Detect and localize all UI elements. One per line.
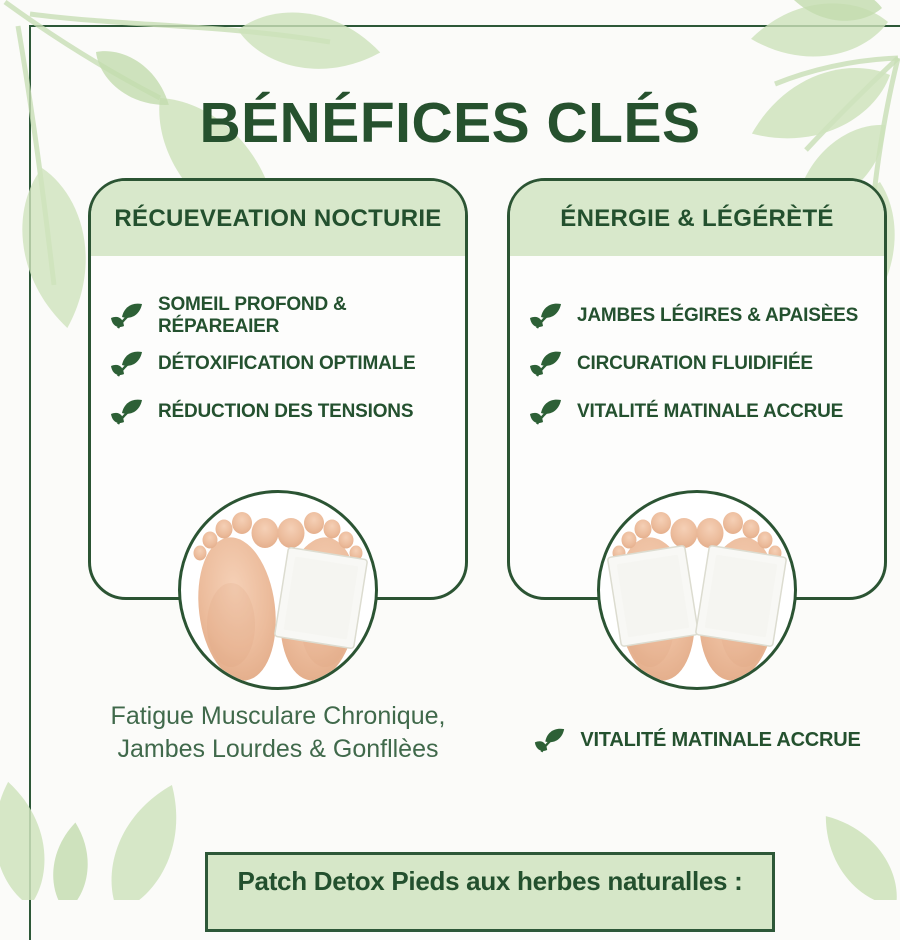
benefit-text: RÉDUCTION DES TENSIONS (158, 401, 414, 422)
foot-patch (274, 546, 368, 650)
caption-line: Fatigue Musculare Chronique, (110, 702, 446, 730)
benefit-text: CIRCURATION FLUIDIFIÉE (577, 353, 813, 374)
benefit-text: JAMBES LÉGIRES & APAISÈES (577, 305, 859, 326)
benefit-item: RÉDUCTION DES TENSIONS (109, 396, 465, 428)
benefit-list: JAMBES LÉGIRES & APAISÈES CIRCURATION FL… (510, 300, 884, 428)
leaf-sprout-icon (528, 302, 563, 330)
product-banner: Patch Detox Pieds aux herbes naturalles … (205, 852, 775, 932)
caption-line: Jambes Lourdes & Gonfllèes (117, 735, 439, 763)
feet-photo-circle (178, 490, 378, 690)
leaf-sprout-icon (109, 398, 144, 426)
benefit-list: SOMEIL PROFOND & RÉPAREAIER DÉTOXIFICATI… (91, 294, 465, 428)
benefit-item: DÉTOXIFICATION OPTIMALE (109, 348, 465, 380)
page-title: BÉNÉFICES CLÉS (199, 91, 701, 156)
caption-vitalite: VITALITÉ MATINALE ACCRUE (507, 726, 887, 755)
page-frame-border (29, 25, 900, 940)
benefit-text: VITALITÉ MATINALE ACCRUE (577, 401, 844, 422)
foot-patch (607, 545, 699, 647)
benefit-text: SOMEIL PROFOND & RÉPAREAIER (158, 294, 347, 337)
benefit-item: JAMBES LÉGIRES & APAISÈES (528, 300, 884, 332)
card-header: RÉCUEVEATION NOCTURIE (91, 181, 465, 256)
leaf-sprout-icon (109, 350, 144, 378)
card-header: ÉNERGIE & LÉGÉRÈTÉ (510, 181, 884, 256)
feet-soles-image (607, 512, 787, 686)
leaf-sprout-icon (534, 727, 566, 753)
benefit-item: VITALITÉ MATINALE ACCRUE (528, 396, 884, 428)
feet-soles-image (190, 512, 368, 686)
benefit-card-recuperation: RÉCUEVEATION NOCTURIE SOMEIL PROFOND & R… (88, 178, 468, 690)
benefit-item: SOMEIL PROFOND & RÉPAREAIER (109, 294, 465, 337)
benefit-text: DÉTOXIFICATION OPTIMALE (158, 353, 416, 374)
feet-photo-circle (597, 490, 797, 690)
benefit-item: CIRCURATION FLUIDIFIÉE (528, 348, 884, 380)
leaf-sprout-icon (528, 398, 563, 426)
benefit-card-energie: ÉNERGIE & LÉGÉRÈTÉ JAMBES LÉGIRES & APAI… (507, 178, 887, 690)
banner-text: Patch Detox Pieds aux herbes naturalles … (237, 866, 743, 896)
caption-text: VITALITÉ MATINALE ACCRUE (580, 729, 861, 751)
leaf-sprout-icon (528, 350, 563, 378)
caption-fatigue: Fatigue Musculare Chronique, Jambes Lour… (85, 700, 471, 766)
foot-patch (695, 545, 787, 647)
leaf-sprout-icon (109, 302, 144, 330)
